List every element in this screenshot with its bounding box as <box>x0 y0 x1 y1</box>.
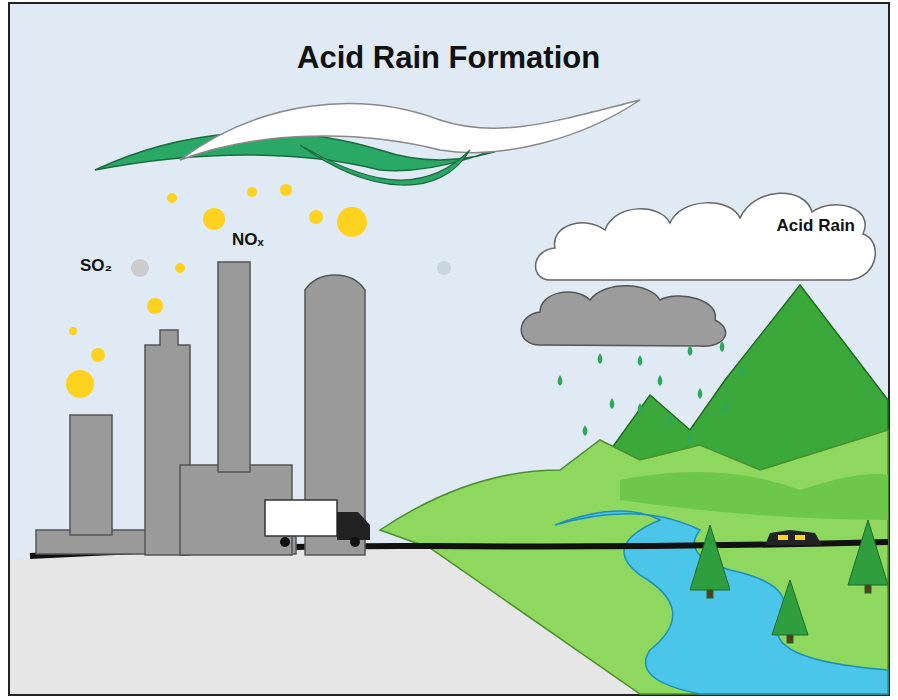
raindrops <box>558 341 745 444</box>
diagram-title: Acid Rain Formation <box>297 40 600 76</box>
rain-cloud <box>521 286 725 346</box>
cloud-label: Acid Rain <box>777 216 855 236</box>
factory-buildings <box>36 262 365 555</box>
sky-ground <box>9 3 889 695</box>
cloud-node: Acid Rain <box>530 178 880 303</box>
car <box>765 530 822 545</box>
chemical-label: SO₂ <box>80 256 112 276</box>
trees <box>690 520 888 643</box>
cloud-shape <box>530 178 880 303</box>
pollution-ribbon <box>95 100 640 185</box>
truck <box>265 500 370 547</box>
mountains <box>380 285 888 694</box>
river <box>555 511 888 694</box>
chemical-label: NOₓ <box>232 230 264 250</box>
gas-particles <box>131 259 451 277</box>
